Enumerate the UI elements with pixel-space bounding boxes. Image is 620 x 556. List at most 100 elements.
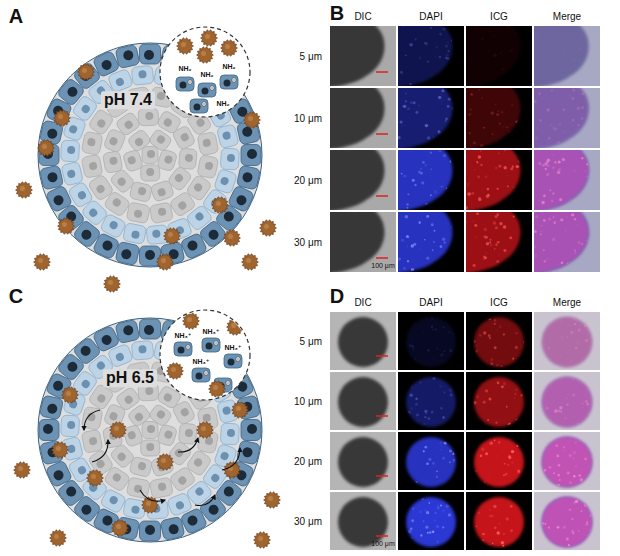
fluorescence-speckle: [577, 373, 579, 375]
nanoparticle: [58, 218, 75, 234]
spheroid-image: [338, 437, 388, 487]
fluorescence-speckle: [398, 136, 401, 139]
charge-symbol: [226, 381, 230, 385]
fluorescence-speckle: [453, 189, 455, 191]
fluorescence-speckle: [421, 497, 424, 500]
fluorescence-speckle: [482, 533, 484, 535]
fluorescence-speckle: [542, 164, 545, 167]
fluorescence-speckle: [489, 106, 491, 108]
fluorescence-speckle: [555, 444, 558, 447]
fluorescence-speckle: [478, 65, 480, 67]
fluorescence-speckle: [489, 509, 491, 511]
charge-minus: [203, 104, 205, 105]
fluorescence-speckle: [445, 45, 448, 48]
fluorescence-speckle: [452, 332, 454, 334]
fluorescence-speckle: [530, 355, 532, 358]
nanoparticle: [224, 462, 241, 478]
fluorescence-speckle: [402, 49, 404, 51]
merge-icg: [542, 317, 592, 367]
fluorescence-speckle: [562, 108, 565, 111]
fluorescence-speckle: [538, 93, 540, 95]
fluorescence-speckle: [476, 161, 478, 163]
fluorescence-speckle: [510, 49, 513, 52]
fluorescence-speckle: [577, 329, 580, 332]
fluorescence-speckle: [577, 423, 579, 425]
scale-bar: [376, 71, 388, 73]
fluorescence-speckle: [581, 34, 583, 36]
fluorescence-speckle: [505, 435, 508, 438]
charge-symbol: [204, 371, 208, 375]
cell-nucleus: [79, 228, 93, 242]
fluorescence-speckle: [562, 449, 565, 452]
fluorescence-speckle: [519, 176, 521, 178]
fluorescence-speckle: [452, 45, 454, 47]
fluorescence-speckle: [455, 544, 457, 546]
fluorescence-speckle: [590, 27, 593, 30]
fluorescence-speckle: [433, 356, 435, 358]
fluorescence-speckle: [402, 374, 405, 377]
merge-base: [542, 437, 592, 487]
fluorescence-speckle: [535, 126, 539, 130]
fluorescence-speckle: [494, 440, 496, 442]
cell-nucleus: [96, 393, 107, 404]
fluorescence-speckle: [525, 88, 529, 90]
fluorescence-speckle: [448, 98, 451, 101]
fluorescence-speckle: [570, 331, 573, 334]
fluorescence-speckle: [494, 488, 496, 490]
nanoparticle: [244, 112, 261, 128]
nanoparticle-highlight: [258, 536, 263, 541]
cell-nucleus: [185, 154, 194, 163]
fluorescence-speckle: [540, 445, 543, 448]
fluorescence-speckle: [522, 486, 525, 489]
fluorescence-speckle: [490, 362, 493, 365]
fluorescence-speckle: [554, 366, 556, 368]
cell-body: [142, 147, 158, 164]
nanoparticle: [50, 530, 67, 546]
fluorescence-speckle: [458, 323, 460, 325]
fluorescence-speckle: [481, 97, 483, 99]
scale-bar: [376, 195, 388, 197]
cell-body: [102, 151, 122, 174]
fluorescence-speckle: [498, 153, 500, 155]
merge-base: [534, 88, 589, 148]
cell-nucleus: [222, 406, 232, 416]
fluorescence-speckle: [584, 458, 587, 461]
cell-nucleus: [79, 344, 93, 358]
cell-nucleus: [100, 58, 113, 71]
fluorescence-speckle: [500, 51, 503, 54]
cell-nucleus: [227, 154, 235, 162]
cell-nucleus: [144, 50, 154, 60]
fluorescence-speckle: [595, 330, 597, 332]
fluorescence-speckle: [546, 440, 550, 444]
fluorescence-speckle: [462, 485, 464, 488]
fluorescence-speckle: [597, 240, 599, 242]
fluorescence-speckle: [462, 163, 464, 166]
fluorescence-speckle: [560, 312, 562, 314]
nanoparticle: [197, 422, 214, 438]
fluorescence-speckle: [528, 126, 531, 129]
cell-nucleus: [65, 85, 79, 99]
fluorescence-speckle: [409, 43, 413, 47]
fluorescence-speckle: [490, 372, 493, 374]
nanoparticle-highlight: [231, 323, 236, 328]
cell-nucleus: [195, 117, 206, 128]
fluorescence-speckle: [500, 365, 503, 368]
nanoparticle: [157, 454, 174, 470]
cell-body: [45, 460, 72, 488]
fluorescence-speckle: [485, 544, 487, 546]
nanoparticle-highlight: [20, 186, 25, 191]
nanoparticle: [38, 140, 55, 156]
amine-label: NH₃⁺: [224, 344, 241, 352]
fluorescence-speckle: [579, 474, 581, 476]
fluorescence-speckle: [480, 540, 482, 542]
fluorescence-speckle: [520, 394, 522, 396]
nanoparticle-highlight: [168, 232, 173, 237]
fluorescence-speckle: [577, 340, 579, 342]
fluorescence-speckle: [413, 495, 415, 497]
fluorescence-speckle: [593, 536, 595, 538]
cell-body: [81, 131, 103, 155]
fluorescence-speckle: [425, 412, 427, 414]
fluorescence-speckle: [483, 235, 486, 238]
fluorescence-speckle: [448, 513, 451, 516]
cell-body: [241, 420, 261, 441]
